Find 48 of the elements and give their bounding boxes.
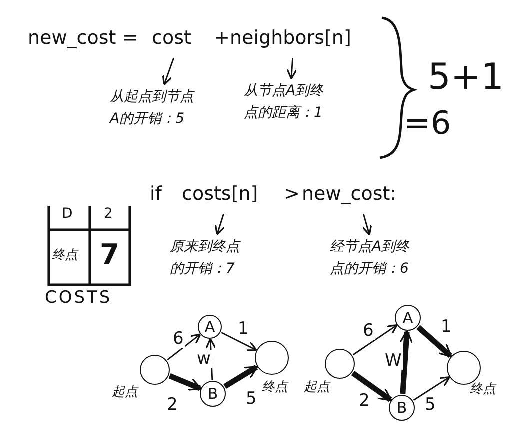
code-text: cost bbox=[152, 20, 210, 56]
edge-label: W bbox=[384, 352, 403, 370]
table-entry: 终点 bbox=[52, 248, 78, 264]
arrow bbox=[286, 58, 298, 80]
table-entry: D bbox=[62, 206, 73, 222]
graph-node bbox=[255, 341, 289, 375]
table-caption: COSTS bbox=[45, 288, 112, 308]
arrow bbox=[167, 334, 202, 361]
arrow bbox=[206, 338, 216, 380]
code-text: new_cost = bbox=[28, 26, 138, 51]
graph-node bbox=[140, 355, 170, 385]
code-text: costs[n] bbox=[182, 176, 278, 212]
edge-label: 6 bbox=[362, 322, 375, 340]
annotation-text: 从节点A到终点的距离：1 bbox=[244, 80, 336, 124]
arrow bbox=[413, 376, 450, 401]
arrow bbox=[224, 365, 258, 390]
graph-node: B bbox=[389, 395, 415, 421]
arrow bbox=[168, 374, 202, 392]
arrow bbox=[362, 214, 372, 236]
code-text: + bbox=[214, 26, 230, 51]
arrow bbox=[352, 324, 398, 356]
arrow bbox=[416, 325, 452, 358]
graph-node bbox=[325, 349, 355, 379]
edge-label: w bbox=[196, 350, 212, 368]
graph-node: A bbox=[198, 315, 222, 339]
sum-text: =6 bbox=[404, 104, 452, 142]
code-text: neighbors[n] bbox=[230, 20, 358, 56]
code-text: > bbox=[284, 182, 300, 207]
node-caption: 终点 bbox=[262, 379, 288, 396]
table-entry: 2 bbox=[104, 206, 113, 222]
node-caption: 起点 bbox=[304, 379, 330, 396]
arrow bbox=[351, 371, 392, 402]
arrow bbox=[400, 330, 414, 394]
node-caption: 终点 bbox=[470, 381, 496, 398]
code-text: new_cost: bbox=[302, 176, 414, 212]
arrow bbox=[221, 332, 258, 352]
edge-label: 6 bbox=[172, 330, 185, 348]
graph-node: B bbox=[200, 381, 226, 407]
table-entry: 7 bbox=[100, 238, 120, 272]
arrow bbox=[214, 214, 226, 236]
annotation-text: 原来到终点的开销：7 bbox=[170, 236, 250, 280]
annotation-text: 经节点A到终点的开销：6 bbox=[330, 236, 422, 280]
code-text: if bbox=[150, 182, 162, 207]
arrow bbox=[162, 58, 175, 86]
sum-text: 5+1 bbox=[428, 58, 504, 98]
graph-node: A bbox=[395, 305, 421, 331]
annotation-text: 从起点到节点A的开销：5 bbox=[110, 86, 202, 130]
node-caption: 起点 bbox=[112, 384, 138, 401]
